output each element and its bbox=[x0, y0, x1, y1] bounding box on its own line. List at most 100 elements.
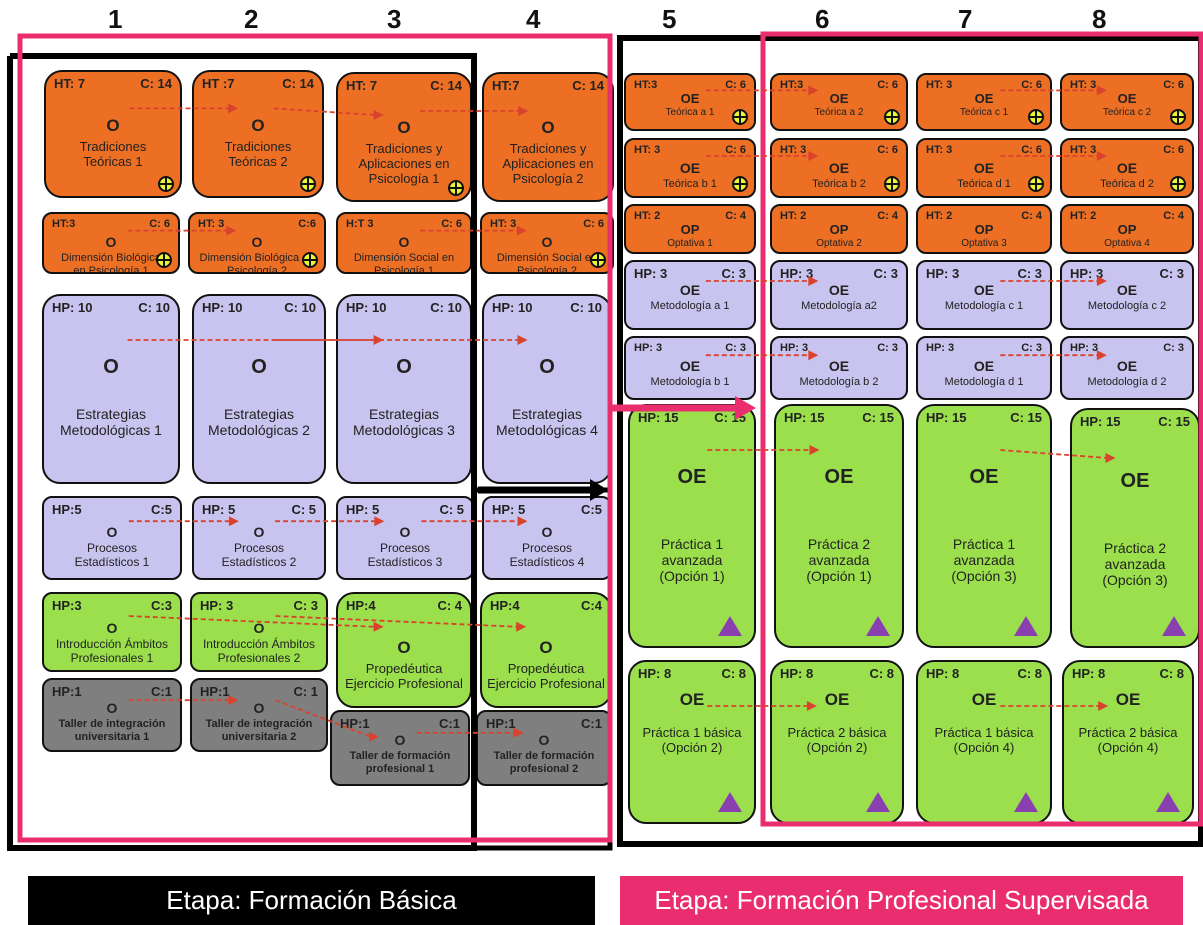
course-name: Metodología c 1 bbox=[944, 300, 1024, 312]
hours-label: HP: 3 bbox=[200, 598, 234, 613]
purple-triangle-icon bbox=[1156, 792, 1180, 812]
course-type-code: O bbox=[106, 524, 118, 540]
credits-label: C: 6 bbox=[149, 218, 170, 230]
course-type-code: O bbox=[251, 356, 267, 378]
column-number-1: 1 bbox=[108, 4, 123, 34]
hours-label: HT: 3 bbox=[926, 79, 953, 91]
column-number-2: 2 bbox=[244, 4, 259, 34]
purple-triangle-icon bbox=[1162, 616, 1186, 636]
credits-label: C: 3 bbox=[1163, 342, 1184, 354]
course-type-code: O bbox=[253, 620, 265, 636]
course-name: Metodología b 2 bbox=[799, 376, 879, 388]
hours-label: HP: 5 bbox=[346, 502, 380, 517]
course-type-code: O bbox=[397, 638, 411, 657]
hours-label: HP: 3 bbox=[1070, 266, 1104, 281]
course-name: Práctica 2 básica (Opción 2) bbox=[787, 725, 887, 755]
hours-label: HT:3 bbox=[780, 79, 804, 91]
column-number-3: 3 bbox=[387, 4, 402, 34]
hours-label: HT: 3 bbox=[926, 144, 953, 156]
credits-label: C: 10 bbox=[284, 300, 316, 315]
course-type-code: OE bbox=[1116, 282, 1138, 298]
credits-label: C: 8 bbox=[869, 666, 894, 681]
course-type-code: OE bbox=[1116, 358, 1138, 374]
course-type-code: OE bbox=[829, 91, 849, 106]
course-type-code: O bbox=[541, 118, 555, 137]
course-type-code: O bbox=[253, 700, 265, 716]
course-type-code: OE bbox=[828, 160, 850, 176]
hours-label: HP:1 bbox=[340, 716, 370, 731]
hours-label: HP:3 bbox=[52, 598, 82, 613]
course-name: Taller de integración universitaria 1 bbox=[58, 718, 166, 743]
course-type-code: OE bbox=[828, 282, 850, 298]
course-type-code: OE bbox=[1116, 160, 1138, 176]
purple-triangle-icon bbox=[718, 792, 742, 812]
credits-label: C: 5 bbox=[439, 502, 464, 517]
column-number-8: 8 bbox=[1092, 4, 1107, 34]
course-name: Práctica 1 avanzada (Opción 3) bbox=[951, 536, 1017, 585]
hours-label: HP: 3 bbox=[926, 342, 955, 354]
course-type-code: O bbox=[396, 356, 412, 378]
circled-plus-icon bbox=[156, 252, 172, 268]
course-type-code: O bbox=[394, 732, 406, 748]
hours-label: HP: 5 bbox=[492, 502, 526, 517]
circled-plus-icon bbox=[1170, 176, 1186, 192]
course-name: Estrategias Metodológicas 4 bbox=[496, 406, 598, 439]
course-type-code: OE bbox=[679, 358, 701, 374]
credits-label: C: 15 bbox=[862, 410, 894, 425]
credits-label: C: 6 bbox=[583, 218, 604, 230]
course-type-code: OE bbox=[974, 91, 994, 106]
stage-label-basic: Etapa: Formación Básica bbox=[28, 876, 595, 925]
course-name: Práctica 2 avanzada (Opción 3) bbox=[1102, 540, 1168, 589]
purple-triangle-icon bbox=[1014, 616, 1038, 636]
column-number-4: 4 bbox=[526, 4, 541, 34]
credits-label: C: 14 bbox=[282, 76, 314, 91]
hours-label: HT: 3 bbox=[634, 144, 661, 156]
hours-label: HP: 3 bbox=[634, 342, 663, 354]
course-name: Metodología a 1 bbox=[650, 300, 730, 312]
course-type-code: OE bbox=[680, 91, 700, 106]
credits-label: C: 14 bbox=[430, 78, 462, 93]
purple-triangle-icon bbox=[866, 792, 890, 812]
course-type-code: OE bbox=[824, 690, 850, 709]
hours-label: HT: 7 bbox=[54, 76, 86, 91]
hours-label: HP:1 bbox=[486, 716, 516, 731]
hours-label: HP: 8 bbox=[1072, 666, 1106, 681]
hours-label: HP: 10 bbox=[492, 300, 533, 315]
column-number-5: 5 bbox=[662, 4, 677, 34]
hours-label: HT: 3 bbox=[1070, 79, 1097, 91]
credits-label: C: 4 bbox=[725, 210, 746, 222]
course-name: Metodología d 1 bbox=[944, 376, 1024, 388]
course-type-code: O bbox=[103, 356, 119, 378]
hours-label: HP: 10 bbox=[202, 300, 243, 315]
hours-label: HP:4 bbox=[490, 598, 520, 613]
credits-label: C: 4 bbox=[877, 210, 898, 222]
purple-triangle-icon bbox=[866, 616, 890, 636]
credits-label: C:6 bbox=[298, 218, 316, 230]
circled-plus-icon bbox=[1028, 109, 1044, 125]
course-name: Estrategias Metodológicas 1 bbox=[60, 406, 162, 439]
circled-plus-icon bbox=[732, 109, 748, 125]
hours-label: HP: 3 bbox=[634, 266, 668, 281]
course-name: Práctica 1 avanzada (Opción 1) bbox=[659, 536, 725, 585]
hours-label: HP: 10 bbox=[346, 300, 387, 315]
credits-label: C: 10 bbox=[138, 300, 170, 315]
course-name: Tradiciones y Aplicaciones en Psicología… bbox=[502, 141, 594, 186]
course-type-code: OE bbox=[973, 282, 995, 298]
course-name: Práctica 1 básica (Opción 4) bbox=[934, 725, 1034, 755]
